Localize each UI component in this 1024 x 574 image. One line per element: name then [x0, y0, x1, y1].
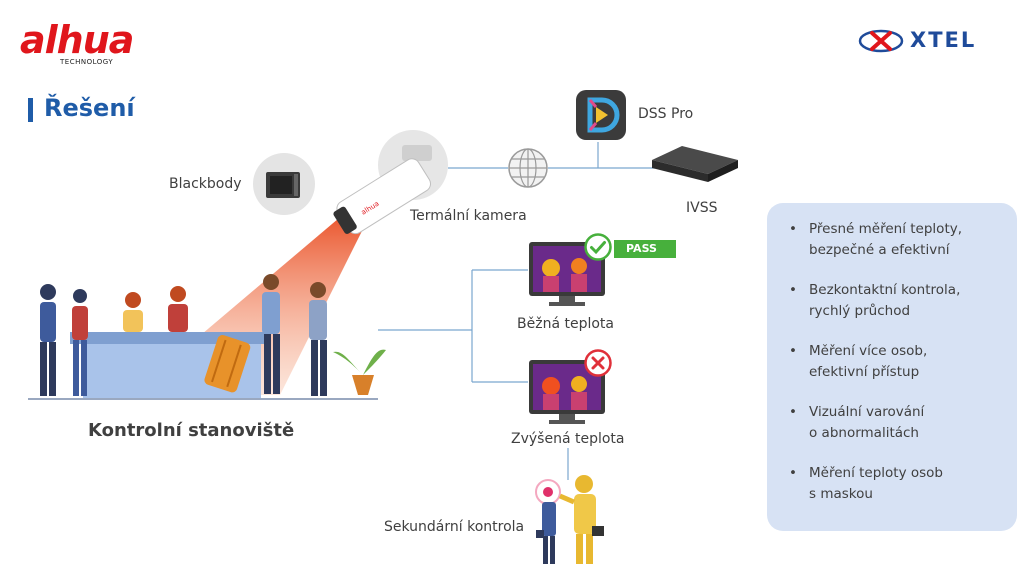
normal-temperature-label: Běžná teplota: [517, 316, 614, 332]
ivss-label: IVSS: [686, 200, 718, 216]
alert-x-icon: [584, 349, 612, 377]
xtel-logo: XTEL: [858, 28, 998, 56]
benefits-list: Přesné měření teploty, bezpečné a efekti…: [767, 203, 1017, 505]
benefit-line: Vizuální varování: [809, 404, 925, 420]
benefit-line: efektivní přístup: [809, 364, 920, 380]
benefit-item: Vizuální varování o abnormalitách: [789, 402, 1017, 444]
dss-pro-label: DSS Pro: [638, 106, 694, 122]
network-globe-icon: [508, 148, 548, 188]
check-icon: [584, 233, 612, 261]
benefit-line: Přesné měření teploty,: [809, 221, 963, 237]
benefit-item: Přesné měření teploty, bezpečné a efekti…: [789, 219, 1017, 261]
dahua-logo: alhua TECHNOLOGY: [20, 18, 180, 68]
benefits-panel: Přesné měření teploty, bezpečné a efekti…: [767, 203, 1017, 531]
secondary-check-illustration: [535, 475, 604, 564]
benefit-line: bezpečné a efektivní: [809, 242, 950, 258]
benefit-line: Měření teploty osob: [809, 465, 943, 481]
benefit-item: Bezkontaktní kontrola, rychlý průchod: [789, 280, 1017, 322]
pass-badge: PASS: [614, 240, 676, 258]
benefit-line: Bezkontaktní kontrola,: [809, 282, 961, 298]
blackbody-label: Blackbody: [169, 176, 242, 192]
benefit-line: s maskou: [809, 486, 873, 502]
dahua-logo-text: alhua: [20, 18, 134, 62]
dss-pro-app-icon: [576, 90, 626, 140]
benefit-item: Měření více osob, efektivní přístup: [789, 341, 1017, 383]
benefit-line: Měření více osob,: [809, 343, 928, 359]
normal-temperature-monitor-icon: [529, 242, 605, 306]
elevated-temperature-monitor-icon: [529, 360, 605, 424]
benefit-line: rychlý průchod: [809, 303, 911, 319]
dahua-logo-subtext: TECHNOLOGY: [60, 58, 114, 66]
xtel-emblem-icon: [858, 29, 904, 53]
checkpoint-scene-illustration: [28, 274, 386, 400]
blackbody-device-icon: [253, 153, 315, 215]
secondary-check-label: Sekundární kontrola: [384, 519, 525, 535]
elevated-temperature-label: Zvýšená teplota: [511, 431, 625, 447]
thermal-camera-label: Termální kamera: [410, 208, 527, 224]
xtel-logo-text: XTEL: [910, 28, 977, 52]
title-accent-bar: [28, 98, 33, 122]
ivss-recorder-icon: [652, 146, 738, 182]
checkpoint-label: Kontrolní stanoviště: [88, 420, 295, 441]
benefit-item: Měření teploty osob s maskou: [789, 463, 1017, 505]
page-title: Řešení: [44, 94, 135, 122]
benefit-line: o abnormalitách: [809, 425, 919, 441]
